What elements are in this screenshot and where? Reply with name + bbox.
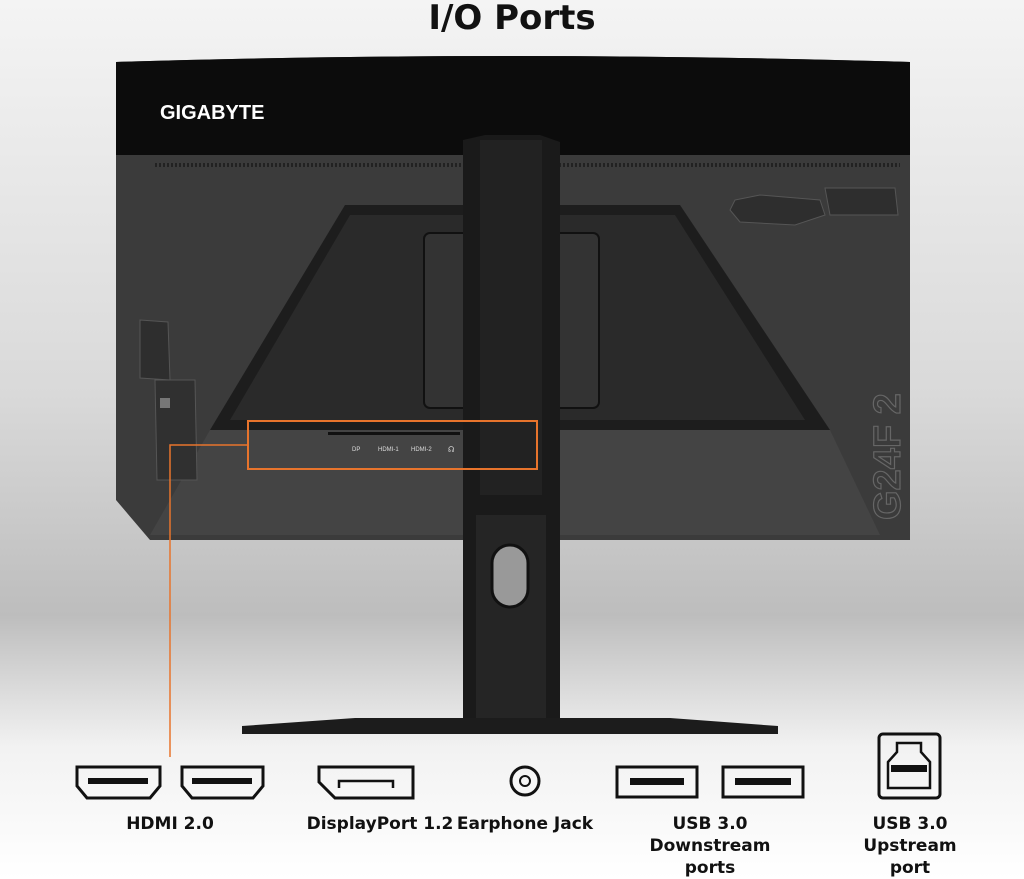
hdmi-port-icon [180, 765, 265, 800]
label-line: port [889, 858, 931, 878]
callout-line [169, 444, 248, 757]
port-label-dp: DP [352, 447, 360, 453]
headphone-icon: ☊ [448, 445, 454, 454]
label-line: Upstream [863, 836, 957, 856]
usb-a-port-icon [721, 765, 805, 799]
page-title: I/O Ports [428, 0, 596, 38]
port-label-hdmi: HDMI 2.0 [126, 814, 214, 834]
port-label-hdmi1: HDMI-1 [378, 447, 399, 453]
label-line: USB 3.0 [872, 814, 948, 834]
earphone-jack-icon [509, 765, 541, 797]
usb-a-port-icon [615, 765, 699, 799]
label-line: USB 3.0 [672, 814, 748, 834]
usb-b-port-icon [877, 732, 942, 800]
label-line: Downstream [649, 836, 771, 856]
port-label-usb-downstream: USB 3.0 Downstream ports [630, 813, 790, 879]
port-label-usb-upstream: USB 3.0 Upstream port [850, 813, 970, 879]
port-label-displayport: DisplayPort 1.2 [306, 814, 454, 834]
brand-logo: GIGABYTE [160, 102, 264, 124]
monitor-stand [242, 135, 778, 734]
model-name: G24F 2 [867, 393, 909, 520]
port-label-earphone: Earphone Jack [456, 814, 594, 834]
hdmi-port-icon [75, 765, 162, 800]
displayport-icon [317, 765, 415, 800]
label-line: ports [684, 858, 736, 878]
port-label-hdmi2: HDMI-2 [411, 447, 432, 453]
